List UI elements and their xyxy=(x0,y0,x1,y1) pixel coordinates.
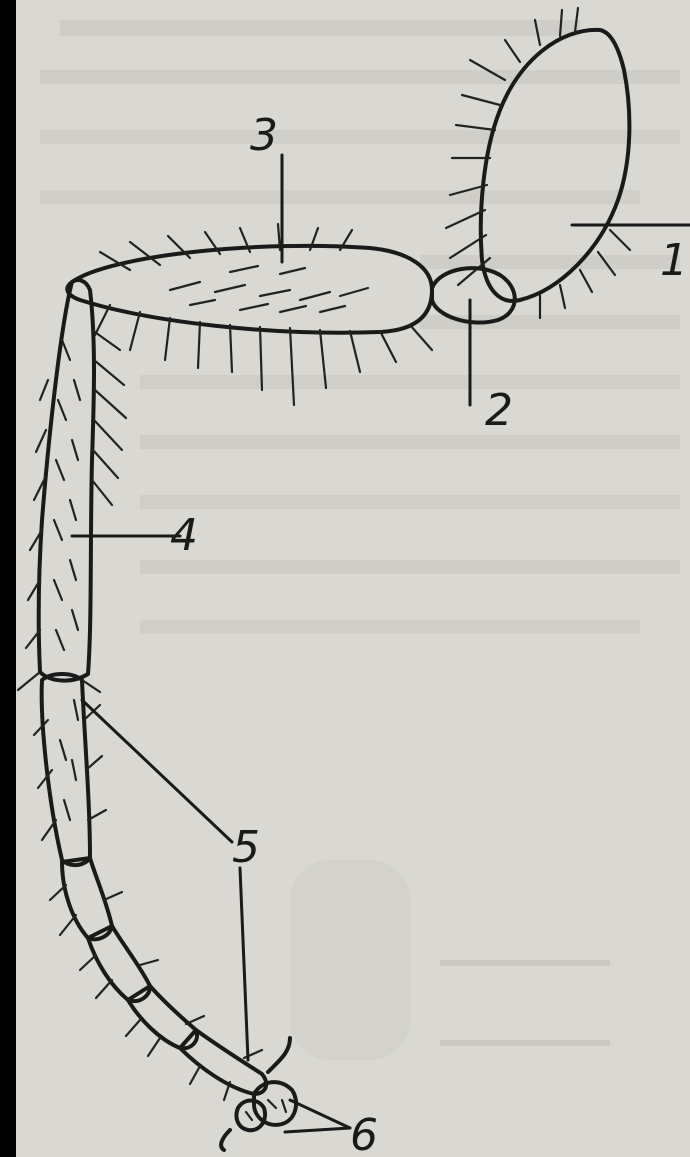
left-border xyxy=(0,0,16,1157)
label-5: 5 xyxy=(232,822,260,873)
label-6: 6 xyxy=(350,1110,378,1157)
label-4: 4 xyxy=(170,510,198,561)
label-2: 2 xyxy=(485,385,513,436)
label-3: 3 xyxy=(250,110,278,161)
label-1: 1 xyxy=(660,235,688,286)
